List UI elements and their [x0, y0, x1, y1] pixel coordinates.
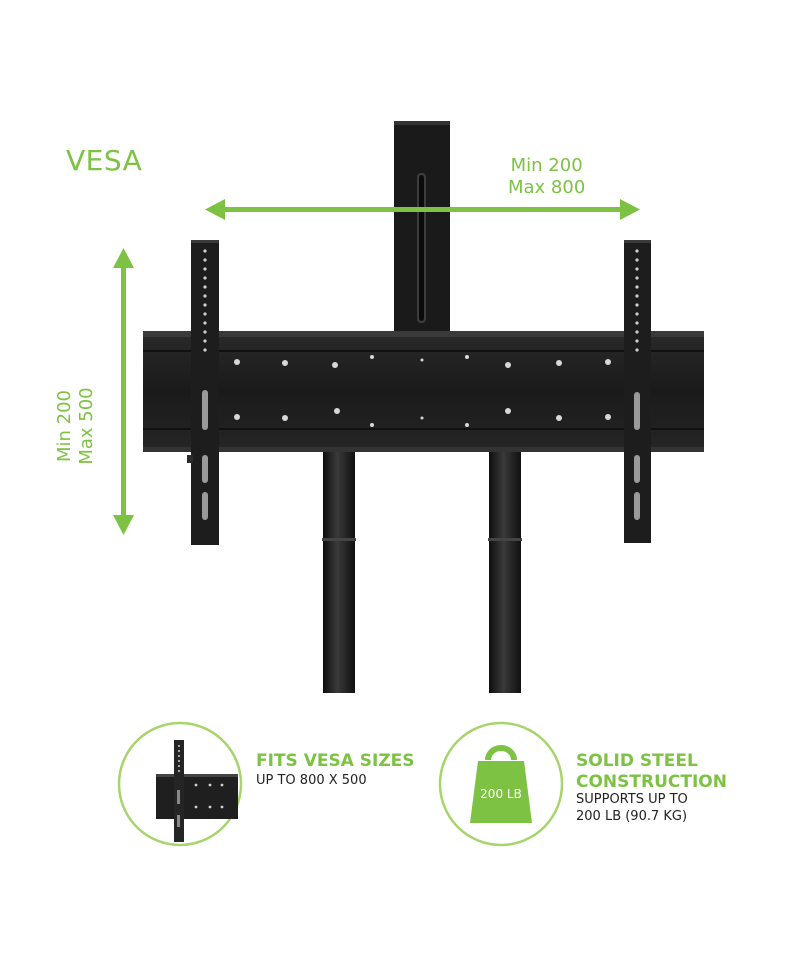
feature-vesa-sub: UP TO 800 X 500: [256, 773, 367, 788]
horizontal-max: Max 800: [508, 177, 586, 198]
horizontal-min: Min 200: [510, 155, 583, 176]
horizontal-dimension-arrow: [205, 199, 640, 220]
feature-steel-title-line2: CONSTRUCTION: [576, 772, 727, 792]
vertical-max: Max 500: [76, 387, 97, 465]
vertical-min: Min 200: [54, 389, 75, 463]
feature-steel-sub: SUPPORTS UP TO 200 LB (90.7 KG): [576, 791, 688, 825]
support-poles: [322, 450, 522, 693]
feature-steel-title: SOLID STEEL CONSTRUCTION: [576, 751, 727, 793]
feature-circle-vesa: [117, 721, 243, 847]
right-vertical-arm: [624, 240, 651, 543]
vertical-dimension-label: Min 200 Max 500: [54, 351, 98, 501]
feature-steel-sub-line2: 200 LB (90.7 KG): [576, 809, 688, 824]
feature-steel-sub-line1: SUPPORTS UP TO: [576, 792, 688, 807]
vertical-dimension-arrow: [113, 248, 134, 535]
feature-vesa-title: FITS VESA SIZES: [256, 751, 415, 771]
feature-circle-weight: [438, 721, 564, 847]
top-bracket: [394, 121, 450, 333]
mounting-plate: [143, 331, 704, 452]
left-vertical-arm: [187, 240, 219, 545]
vesa-title: VESA: [66, 144, 143, 177]
weight-badge: 200 LB: [480, 787, 522, 801]
feature-steel-title-line1: SOLID STEEL: [576, 751, 698, 771]
weight-icon: [470, 745, 532, 823]
horizontal-dimension-label: Min 200 Max 800: [508, 155, 585, 199]
